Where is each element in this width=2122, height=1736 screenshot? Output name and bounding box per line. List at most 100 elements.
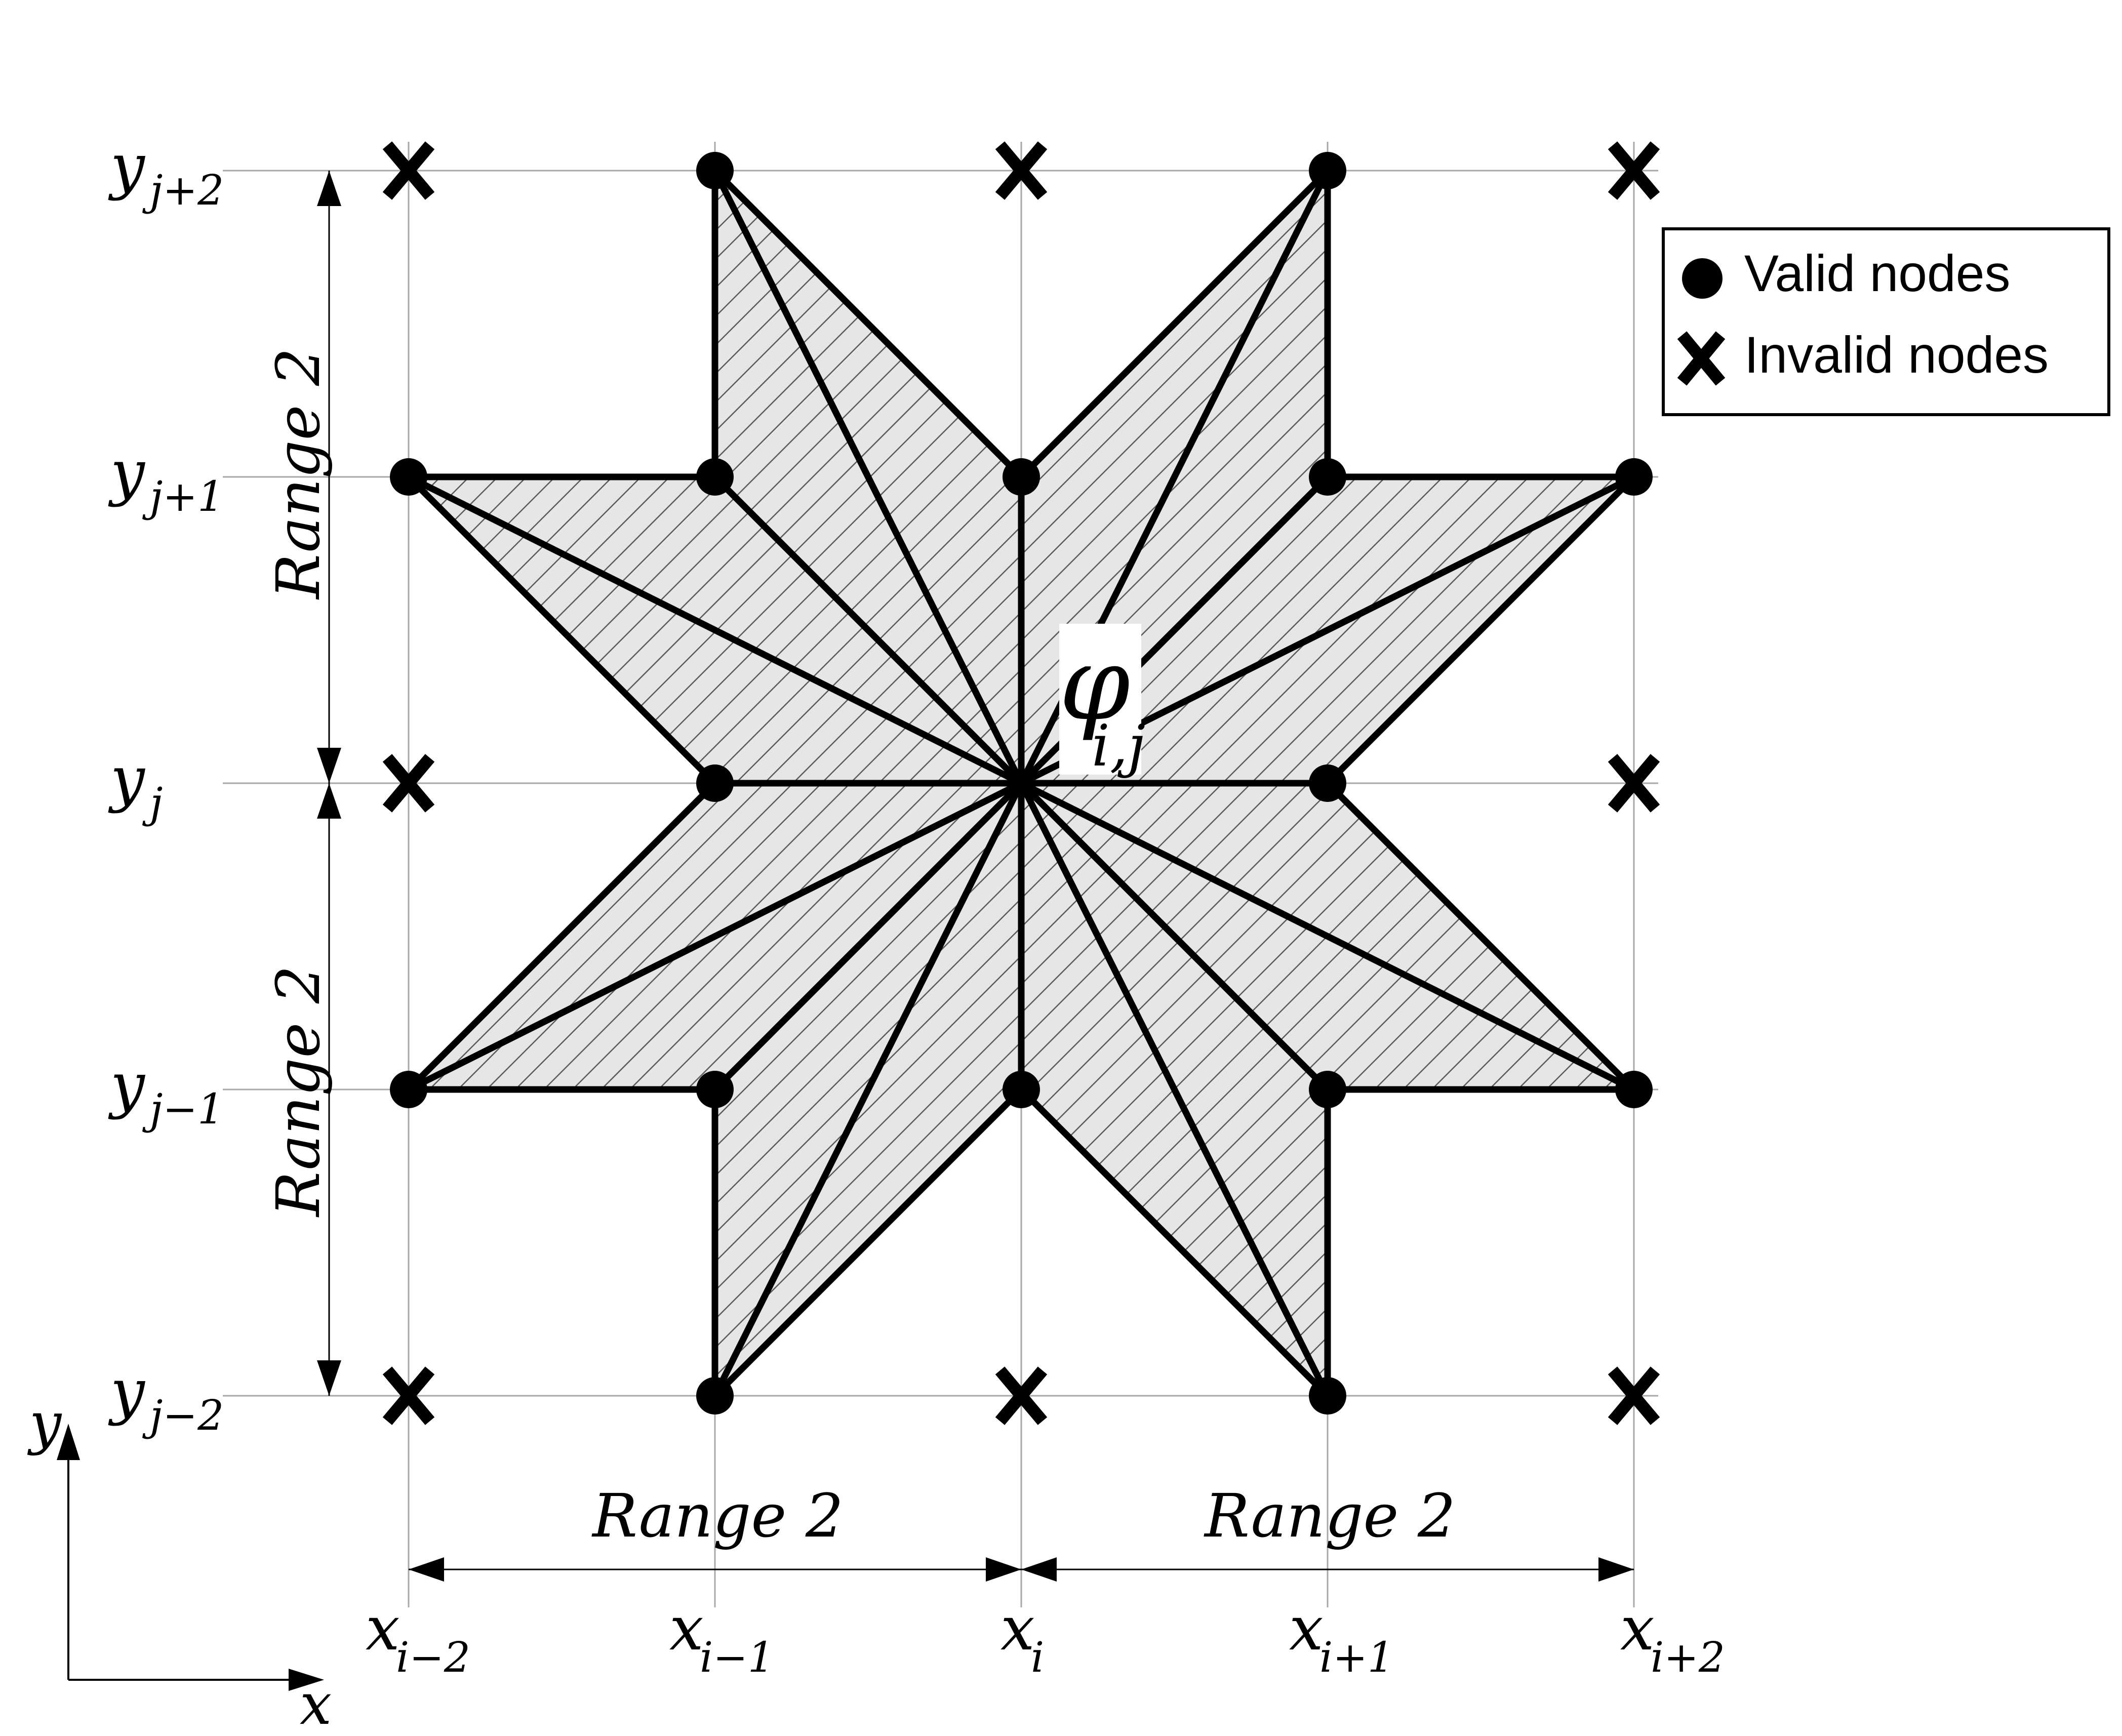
valid-node: [1309, 152, 1346, 189]
invalid-node: [1608, 754, 1660, 813]
y-tick-label: y j−1: [108, 1051, 224, 1134]
valid-node: [1309, 458, 1346, 496]
svg-text:x: x: [366, 1594, 400, 1664]
x-tick-label: x i−2: [366, 1594, 470, 1682]
triangle-edge: [405, 473, 1025, 787]
valid-node: [1003, 458, 1040, 496]
invalid-node: [995, 141, 1048, 200]
legend-box: [1662, 227, 2110, 416]
triangle-edge: [1018, 780, 1331, 1093]
x-mark-stroke: [382, 754, 435, 813]
triangle-edge: [711, 473, 1025, 787]
triangle-edge: [711, 780, 1025, 1093]
valid-node: [1309, 1377, 1346, 1415]
x-tick-label: x i+2: [1620, 1594, 1725, 1682]
arrowhead: [409, 1557, 444, 1582]
invalid-node: [382, 754, 435, 813]
invalid-node: [1608, 141, 1660, 200]
x-axis-label: x: [300, 1672, 332, 1736]
triangle-edge: [1018, 1086, 1331, 1399]
coordinate-axes: y x: [27, 1391, 332, 1736]
valid-node: [390, 1071, 427, 1108]
stencil-nodes: [382, 141, 1660, 1425]
invalid-node: [1608, 1366, 1660, 1425]
svg-text:x: x: [1620, 1594, 1655, 1664]
x-tick-label: x i: [1000, 1594, 1044, 1682]
valid-node: [1003, 1071, 1040, 1108]
x-mark-stroke: [382, 141, 435, 200]
svg-text:y: y: [108, 1051, 146, 1121]
valid-node: [390, 458, 427, 496]
valid-node: [696, 1377, 734, 1415]
valid-node: [1309, 1071, 1346, 1108]
svg-text:y: y: [108, 438, 146, 508]
triangle-edge: [405, 473, 718, 787]
range-label-bottom-right: Range 2: [1204, 1481, 1456, 1551]
invalid-node: [382, 1366, 435, 1425]
triangle-edge: [711, 1086, 1025, 1399]
arrowhead: [1598, 1557, 1634, 1582]
valid-node: [696, 1071, 734, 1108]
svg-text:i: i: [1031, 1634, 1044, 1682]
center-label-subscript: i,j: [1092, 713, 1145, 779]
arrowhead: [317, 171, 341, 206]
x-mark-stroke: [995, 141, 1048, 200]
legend: Valid nodes Invalid nodes: [1662, 227, 2110, 416]
x-mark-stroke: [382, 1366, 435, 1425]
filled-circle-icon: [1682, 258, 1723, 299]
triangle-edge: [1018, 780, 1331, 1399]
x-tick-labels: x i−2 x i−1 x i x i+1 x i+2: [366, 1594, 1725, 1682]
range-label-left-top: Range 2: [263, 348, 333, 600]
triangle-edge: [1324, 780, 1637, 1093]
y-tick-label: y j−2: [108, 1357, 224, 1440]
triangle-edge: [405, 780, 1025, 1093]
y-tick-label: y j: [108, 744, 163, 827]
triangle-edge: [1018, 780, 1637, 1093]
x-tick-label: x i+1: [1289, 1594, 1394, 1682]
valid-node: [696, 152, 734, 189]
range-label-bottom-left: Range 2: [591, 1481, 844, 1551]
svg-text:j+2: j+2: [142, 167, 224, 215]
x-mark-icon: [1677, 331, 1726, 386]
center-label-base: φ: [1059, 625, 1130, 743]
svg-text:i+2: i+2: [1651, 1634, 1725, 1682]
x-mark-stroke: [1608, 754, 1660, 813]
svg-text:i−1: i−1: [700, 1634, 774, 1682]
invalid-node: [382, 141, 435, 200]
center-label: φ i,j: [1059, 624, 1145, 779]
y-tick-label: y j+1: [108, 438, 224, 521]
svg-text:x: x: [1289, 1594, 1324, 1664]
svg-text:y: y: [108, 1357, 146, 1427]
svg-text:j+1: j+1: [142, 473, 224, 521]
arrowhead: [1021, 1557, 1057, 1582]
triangle-edge: [405, 780, 718, 1093]
arrowhead: [986, 1557, 1021, 1582]
invalid-node: [995, 1366, 1048, 1425]
triangle-edge: [711, 780, 1025, 1399]
valid-node: [1615, 458, 1653, 496]
x-tick-label: x i−1: [669, 1594, 774, 1682]
range-label-left-bottom: Range 2: [263, 965, 333, 1218]
svg-text:x: x: [1000, 1594, 1035, 1664]
arrowhead: [317, 748, 341, 783]
arrowhead: [317, 783, 341, 819]
svg-text:i+1: i+1: [1319, 1634, 1394, 1682]
svg-text:y: y: [108, 132, 146, 202]
legend-label-invalid: Invalid nodes: [1744, 326, 2049, 384]
svg-text:y: y: [108, 744, 146, 815]
triangle-edge: [711, 167, 1025, 787]
triangle-edge: [711, 167, 1025, 480]
y-tick-label: y j+2: [108, 132, 224, 215]
x-mark-stroke: [1608, 1366, 1660, 1425]
y-axis-label: y: [27, 1391, 62, 1457]
legend-label-valid: Valid nodes: [1744, 245, 2011, 302]
triangle-edge: [1018, 167, 1331, 480]
valid-node: [696, 458, 734, 496]
arrowhead: [317, 1360, 341, 1396]
svg-text:j−1: j−1: [142, 1085, 224, 1134]
x-mark-stroke: [995, 1366, 1048, 1425]
x-mark-stroke: [1608, 141, 1660, 200]
svg-text:i−2: i−2: [396, 1634, 470, 1682]
triangle-edge: [1324, 473, 1637, 787]
